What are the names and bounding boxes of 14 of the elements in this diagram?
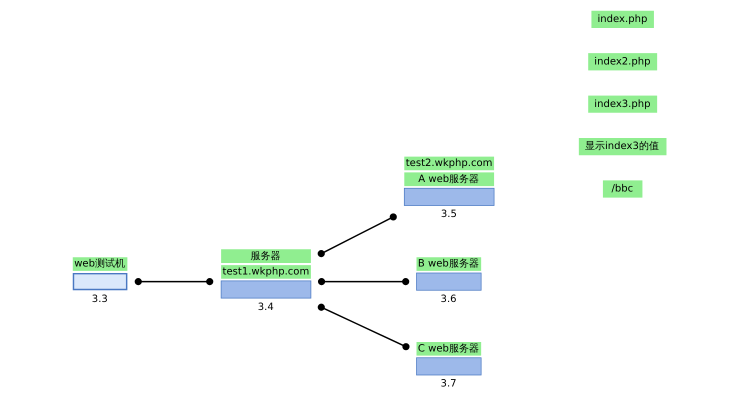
node-label: 3.4 (258, 302, 274, 313)
connector (318, 304, 410, 350)
node-label: 3.6 (440, 294, 457, 305)
node-label: 3.3 (92, 294, 108, 305)
connector (318, 213, 397, 258)
node-label: 3.5 (440, 209, 457, 220)
label: index2.php (594, 56, 650, 68)
label: /bbc (612, 184, 634, 195)
label: 显示index3的值 (584, 141, 659, 152)
connector (318, 278, 410, 286)
label: index.php (598, 14, 648, 26)
label: index3.php (594, 98, 650, 110)
node-label: 3.7 (440, 378, 457, 390)
connector (134, 278, 214, 286)
